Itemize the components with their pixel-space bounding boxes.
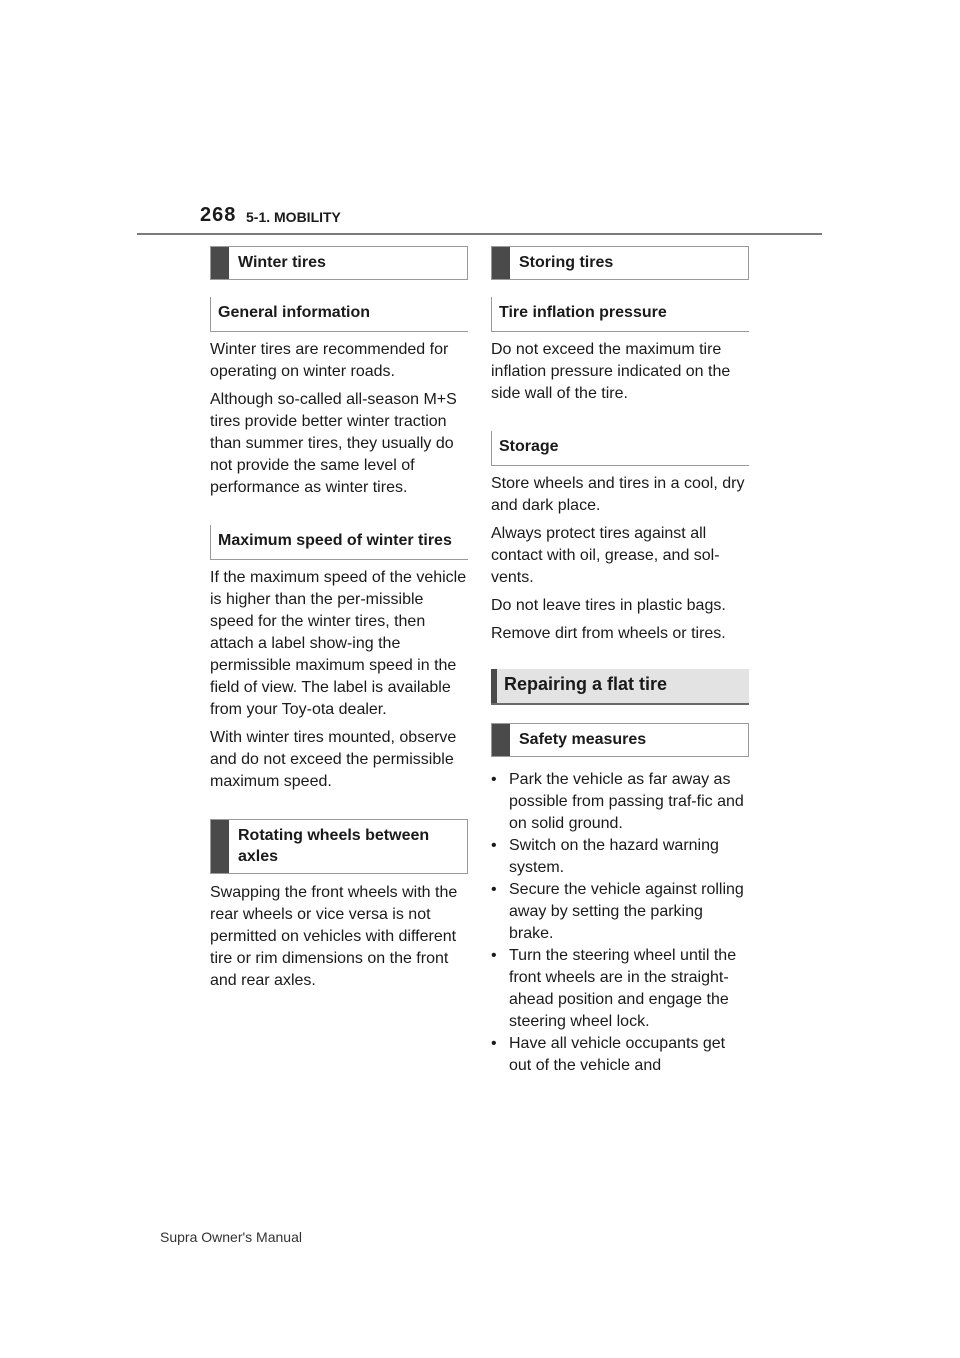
rotating-wheels-heading-text: Rotating wheels between axles [238, 827, 430, 865]
list-item: Switch on the hazard warning system. [491, 835, 749, 879]
winter-tires-heading-text: Winter tires [238, 254, 326, 271]
storage-paragraph-1: Store wheels and tires in a cool, dry an… [491, 475, 745, 514]
storing-tires-heading: Storing tires [491, 246, 749, 280]
storage-heading: Storage [491, 431, 749, 466]
max-speed-paragraph-1: If the maximum speed of the vehicle is h… [210, 569, 467, 718]
repairing-flat-tire-heading: Repairing a flat tire [491, 669, 749, 705]
inflation-paragraph-1: Do not exceed the maximum tire inflation… [491, 341, 731, 402]
heading-marker [492, 247, 510, 279]
heading-marker [491, 669, 497, 703]
list-item: Turn the steering wheel until the front … [491, 945, 749, 1033]
heading-marker [211, 247, 229, 279]
general-info-paragraph-1: Winter tires are recommended for operati… [210, 341, 449, 380]
rotating-wheels-heading: Rotating wheels between axles [210, 819, 468, 874]
safety-measures-list: Park the vehicle as far away as possible… [491, 769, 749, 1077]
maximum-speed-heading: Maximum speed of winter tires [210, 525, 468, 560]
rotating-paragraph-1: Swapping the front wheels with the rear … [210, 884, 458, 989]
safety-measures-heading: Safety measures [491, 723, 749, 757]
right-column: Storing tires Tire inflation pressure Do… [491, 246, 749, 1077]
footer-manual-title: Supra Owner's Manual [160, 1229, 302, 1245]
list-item: Park the vehicle as far away as possible… [491, 769, 749, 835]
tire-inflation-heading: Tire inflation pressure [491, 297, 749, 332]
left-column: Winter tires General information Winter … [210, 246, 468, 992]
section-label: 5-1. MOBILITY [246, 209, 341, 225]
safety-measures-heading-text: Safety measures [519, 731, 647, 748]
heading-marker [492, 724, 510, 756]
repairing-flat-tire-heading-text: Repairing a flat tire [504, 674, 668, 694]
heading-marker [211, 820, 229, 873]
storing-tires-heading-text: Storing tires [519, 254, 614, 271]
list-item: Have all vehicle occupants get out of th… [491, 1033, 749, 1077]
storage-paragraph-4: Remove dirt from wheels or tires. [491, 625, 726, 642]
winter-tires-heading: Winter tires [210, 246, 468, 280]
storage-paragraph-2: Always protect tires against all contact… [491, 525, 720, 586]
list-item: Secure the vehicle against rolling away … [491, 879, 749, 945]
max-speed-paragraph-2: With winter tires mounted, observe and d… [210, 729, 457, 790]
general-info-paragraph-2: Although so-called all-season M+S tires … [210, 391, 457, 496]
page-number: 268 [200, 204, 237, 226]
storage-paragraph-3: Do not leave tires in plastic bags. [491, 597, 726, 614]
general-information-heading: General information [210, 297, 468, 332]
header-rule [137, 233, 822, 235]
